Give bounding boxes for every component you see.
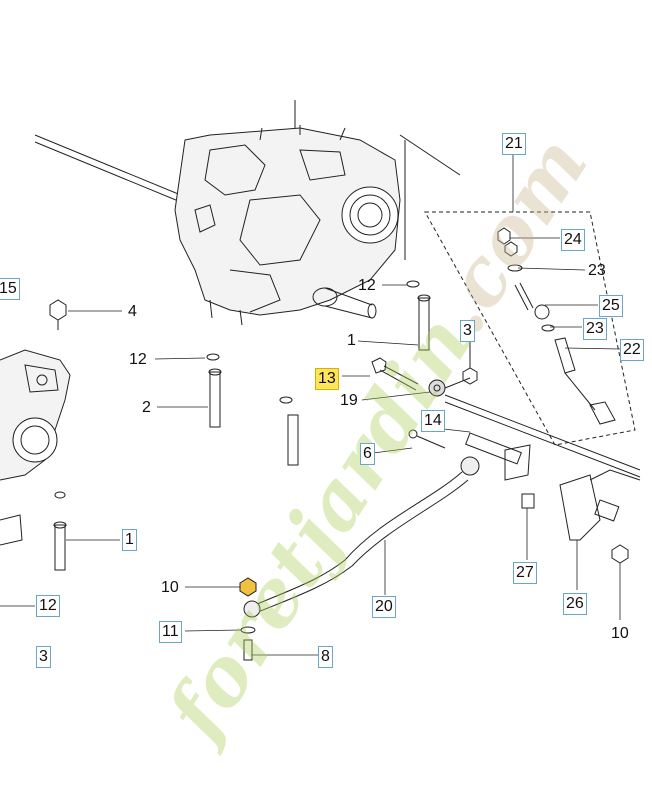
left-gearbox-partial (0, 349, 71, 546)
part-27-spacer (521, 493, 535, 509)
leader-lines (0, 150, 621, 656)
part-4-nut (49, 299, 67, 330)
callout-3-partial: 3 (36, 646, 51, 668)
callout-12-lower: 12 (36, 595, 60, 617)
part-6-bolt (408, 429, 446, 449)
part-12-washers (54, 280, 420, 499)
callout-26: 26 (563, 593, 587, 615)
callout-24: 24 (561, 229, 585, 251)
part-20-rod (243, 456, 480, 618)
part-8-bolt (243, 639, 253, 661)
part-10-nut-right (611, 544, 629, 564)
callout-23-upper: 23 (588, 262, 606, 279)
callout-6: 6 (360, 443, 375, 465)
callout-13-highlighted: 13 (315, 368, 339, 390)
part-1-bolt (53, 294, 431, 571)
callout-19: 19 (340, 392, 358, 409)
callout-2: 2 (142, 399, 151, 416)
linkage-rod (444, 394, 641, 481)
transaxle-housing (174, 125, 401, 326)
part-2-bolt (208, 368, 222, 428)
callout-14: 14 (421, 410, 445, 432)
subassembly-parts (497, 227, 616, 425)
callout-22: 22 (620, 339, 644, 361)
subassembly-box (424, 211, 636, 446)
callout-23-lower: 23 (583, 318, 607, 340)
callout-4: 4 (128, 303, 137, 320)
callout-10-right: 10 (611, 625, 629, 642)
callout-1-lower: 1 (122, 529, 137, 551)
part-13-bolt (371, 357, 419, 391)
part-19-ball-joint (428, 377, 471, 397)
stud (287, 414, 299, 466)
callout-12-left: 12 (129, 351, 147, 368)
part-10-nut (239, 577, 257, 597)
callout-3: 3 (460, 320, 475, 342)
part-26-lever (559, 469, 641, 541)
callout-15: 15 (0, 278, 20, 300)
callout-21: 21 (502, 133, 526, 155)
callout-8: 8 (318, 646, 333, 668)
callout-11: 11 (159, 621, 182, 643)
callout-20: 20 (372, 596, 396, 618)
callout-25: 25 (599, 295, 623, 317)
callout-1-upper: 1 (347, 332, 356, 349)
callout-27: 27 (513, 562, 537, 584)
callout-10-left: 10 (161, 579, 179, 596)
callout-12-right: 12 (358, 277, 376, 294)
